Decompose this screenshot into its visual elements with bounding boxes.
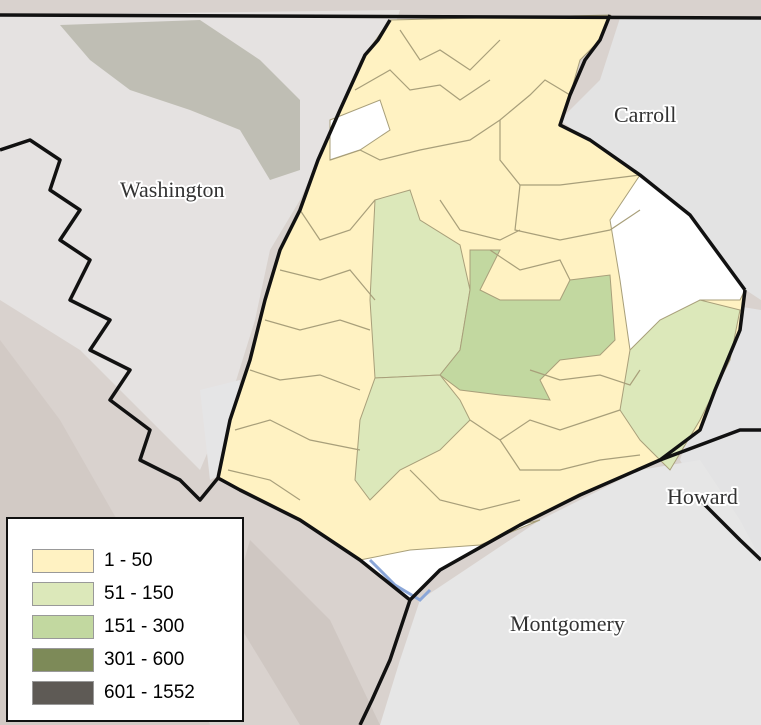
legend-swatch — [32, 549, 94, 573]
legend: 1 - 50 51 - 150 151 - 300 301 - 600 601 … — [6, 517, 244, 722]
washington-valley — [60, 20, 300, 180]
terrain-ridge — [230, 540, 380, 725]
legend-item: 601 - 1552 — [32, 680, 195, 706]
district-class-3 — [439, 249, 616, 401]
no-data-region — [329, 99, 391, 161]
montgomery-county-area — [380, 460, 761, 725]
legend-label: 301 - 600 — [104, 649, 185, 670]
carroll-county-area — [560, 18, 761, 300]
legend-swatch — [32, 681, 94, 705]
county-boundaries — [0, 13, 761, 725]
potomac-river — [368, 558, 432, 602]
district-boundaries — [227, 29, 641, 511]
legend-label: 51 - 150 — [104, 583, 174, 604]
legend-swatch — [32, 648, 94, 672]
legend-item: 51 - 150 — [32, 581, 174, 607]
legend-item: 151 - 300 — [32, 614, 184, 640]
county-label-montgomery: Montgomery — [510, 611, 625, 636]
legend-label: 151 - 300 — [104, 616, 185, 637]
legend-label: 601 - 1552 — [104, 682, 195, 703]
legend-item: 1 - 50 — [32, 548, 153, 574]
legend-swatch — [32, 582, 94, 606]
county-label-carroll: Carroll — [614, 102, 676, 127]
county-label-washington: Washington — [120, 177, 225, 202]
legend-item: 301 - 600 — [32, 647, 184, 673]
legend-label: 1 - 50 — [104, 550, 153, 571]
legend-swatch — [32, 615, 94, 639]
county-label-howard: Howard — [667, 484, 738, 509]
